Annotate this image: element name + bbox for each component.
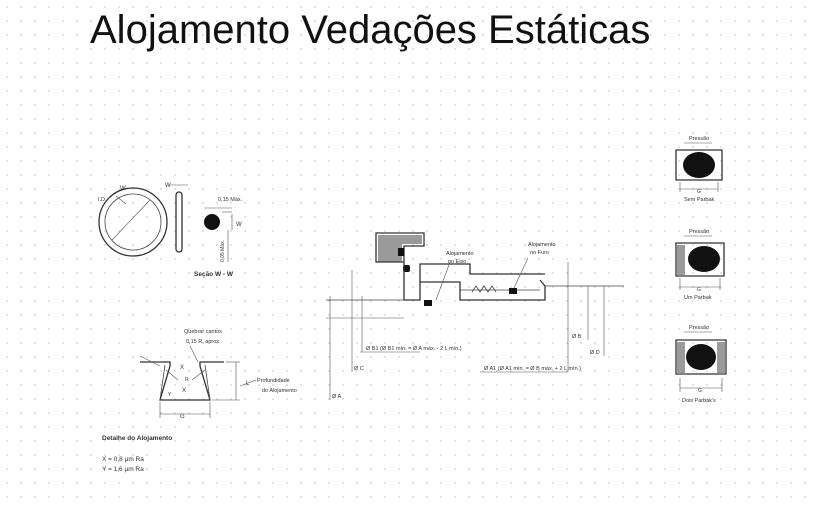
detail-r-label: R xyxy=(185,377,189,383)
bore-housing-label-2: no Furo xyxy=(530,250,549,256)
pressure-label-3: Pressão xyxy=(689,325,709,331)
depth-label-1: Profundidade xyxy=(257,378,290,384)
break-approx-label: 0,15 R. aprox. xyxy=(186,339,221,345)
detail-g-label: G xyxy=(180,414,185,420)
oring-id-label: I.D. xyxy=(98,197,107,203)
detail-y-label: Y xyxy=(168,392,172,398)
shaft-housing-label-2: no Eixo xyxy=(448,259,466,265)
depth-label-2: do Alojamento xyxy=(262,388,297,394)
variant-g-label-3: G xyxy=(698,388,702,394)
bore-housing-label-1: Alojamento xyxy=(528,242,556,248)
pressure-label-2: Pressão xyxy=(689,229,709,235)
variant-one-label: Um Parbak xyxy=(684,295,712,301)
pressure-label-1: Pressão xyxy=(689,136,709,142)
oring-max-label: 0,15 Máx. xyxy=(218,197,243,203)
detail-l-label: L xyxy=(246,381,250,387)
detail-x-label-1: X xyxy=(180,365,184,371)
shaft-housing-label-1: Alojamento xyxy=(446,251,474,257)
oring-section-label: Seção W - W xyxy=(194,271,234,278)
oring-front-view: I.D. W xyxy=(98,186,168,257)
dia-a-label: Ø A xyxy=(332,394,342,400)
main-assembly: Alojamento no Eixo Alojamento no Furo Ø … xyxy=(326,232,624,400)
break-corners-label: Quebrar cantos xyxy=(184,329,222,335)
housing-detail-title: Detalhe do Alojamento xyxy=(102,435,172,442)
finish-y: Y = 1,6 μm Ra xyxy=(102,466,144,473)
dia-d-label: Ø D xyxy=(590,350,600,356)
dia-a1-formula: Ø A1 (Ø A1 mín. = Ø B máx. + 2 L mín.) xyxy=(484,366,581,372)
variant-two-parbaks: Pressão G Dois Parbak's xyxy=(675,325,727,404)
variant-g-label-2: G xyxy=(697,287,701,293)
page-title: Alojamento Vedações Estáticas xyxy=(90,8,651,52)
detail-x-label-2: X xyxy=(182,388,186,394)
finish-x: X = 0,8 μm Ra xyxy=(102,456,144,463)
oring-side-w-label: W xyxy=(165,183,171,189)
variant-none-label: Sem Parbak xyxy=(684,197,715,203)
housing-detail: Quebrar cantos 0,15 R. aprox. X R X Y L … xyxy=(102,329,297,473)
dia-b1-formula: Ø B1 (Ø B1 mín. = Ø A máx. - 2 L mín.) xyxy=(366,346,462,352)
oring-section-w-label: W xyxy=(236,222,242,228)
dia-b-label: Ø B xyxy=(572,334,582,340)
oring-section-view: 0,15 Máx. W 0,05 Máx. Seção W - W xyxy=(194,197,243,278)
oring-max-label-vertical: 0,05 Máx. xyxy=(220,240,226,262)
dia-c-label: Ø C xyxy=(354,366,364,372)
variant-two-label: Dois Parbak's xyxy=(682,398,716,404)
variant-no-parbak: Pressão G Sem Parbak xyxy=(675,136,723,203)
variant-g-label-1: G xyxy=(697,189,701,195)
oring-w-label: W xyxy=(120,186,126,192)
oring-side-view: W xyxy=(165,183,188,253)
variant-one-parbak: Pressão G Um Parbak xyxy=(675,229,725,301)
